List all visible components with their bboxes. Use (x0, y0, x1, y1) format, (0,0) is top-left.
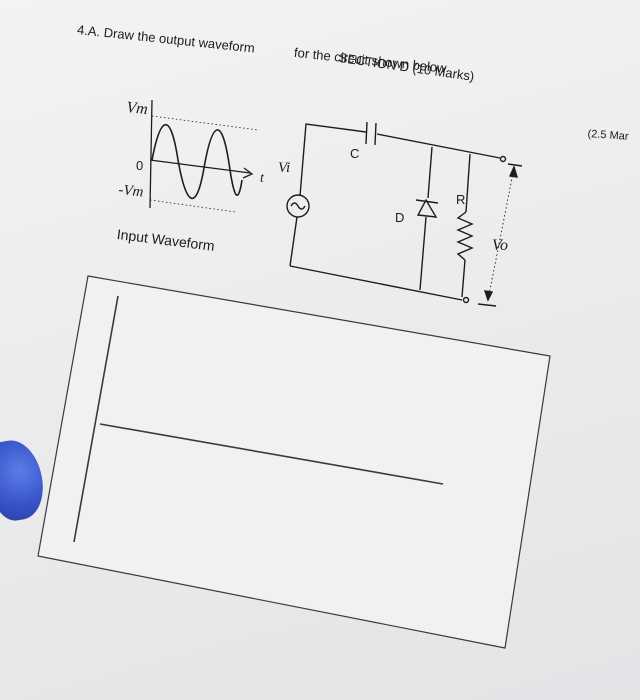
neg-vm-label: -Vm (118, 182, 145, 201)
top-wire-right (376, 133, 501, 159)
output-arrow-head-bottom (483, 290, 494, 302)
capacitor-plate-1 (365, 121, 368, 145)
zero-label: 0 (136, 158, 143, 173)
answer-box-border (37, 275, 551, 649)
vm-label: Vm (126, 99, 149, 118)
left-wire-bottom (289, 216, 298, 267)
vm-guide-line (151, 115, 259, 131)
ac-source-icon (286, 194, 310, 218)
clamper-circuit (286, 121, 523, 307)
output-arrow-head-top (508, 164, 518, 178)
diode-wire-bottom (419, 216, 427, 291)
resistor-wire-bottom (461, 259, 466, 298)
capacitor-label: C (350, 146, 359, 161)
diode-icon (416, 198, 438, 218)
output-arrow-top-tick (507, 163, 523, 167)
answer-x-axis (99, 423, 444, 485)
bottom-wire (289, 265, 463, 301)
diode-bar (415, 199, 439, 204)
ac-source-sine (290, 202, 306, 210)
waveform-x-axis (149, 159, 251, 174)
output-terminal-top (499, 155, 507, 163)
capacitor-plate-2 (374, 122, 377, 146)
waveform-arrow-head (242, 167, 254, 179)
sine-wave (151, 123, 243, 200)
vi-label: Vi (278, 160, 290, 176)
output-voltage-arrow (487, 167, 515, 301)
time-axis-label: t (260, 171, 265, 186)
diode-wire-top (427, 146, 433, 199)
input-waveform (149, 99, 259, 213)
output-terminal-bottom (462, 296, 470, 304)
diode-label: D (395, 210, 404, 225)
top-wire-left (299, 123, 367, 197)
answer-box (37, 275, 551, 649)
output-arrow-bottom-tick (477, 303, 497, 307)
answer-y-axis (73, 295, 119, 543)
resistor-wire-top (465, 153, 471, 213)
neg-vm-guide-line (149, 199, 237, 213)
output-voltage-label: Vo (492, 237, 508, 254)
resistor-icon (456, 211, 474, 261)
resistor-label: R (456, 192, 465, 207)
waveform-y-axis (149, 99, 153, 209)
